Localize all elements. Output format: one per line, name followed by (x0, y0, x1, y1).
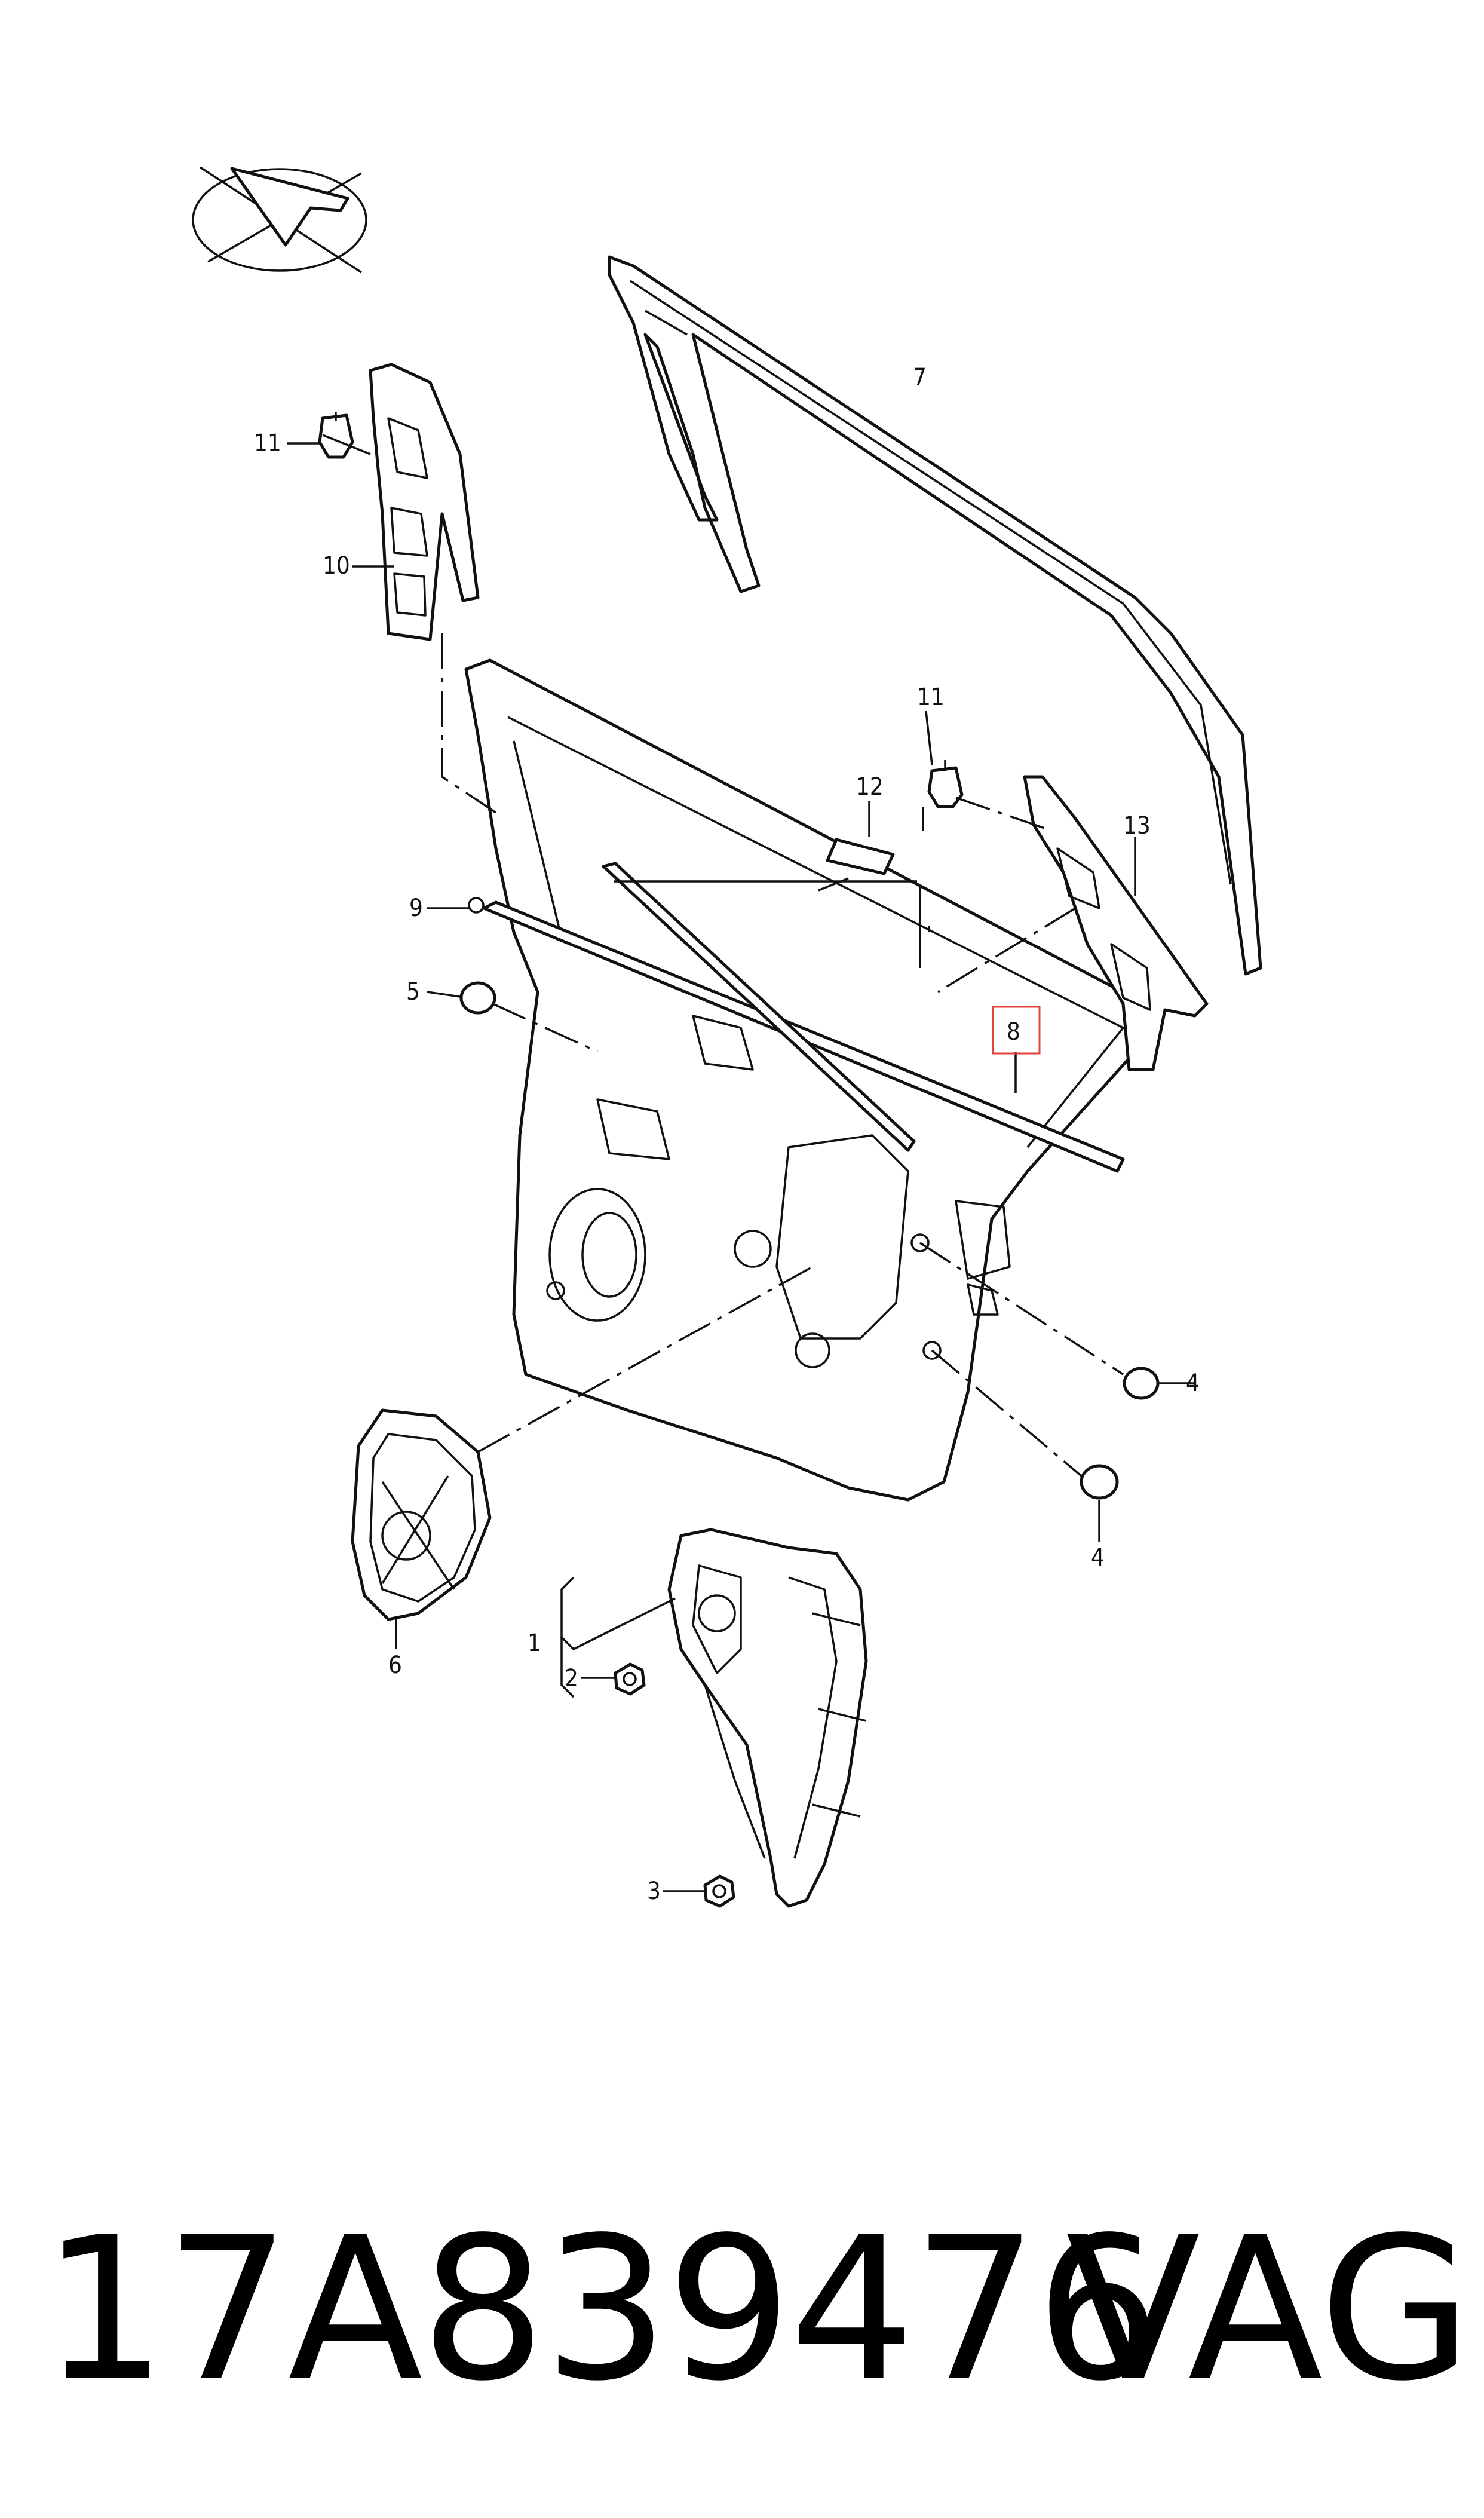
callout-1: 1 (528, 1629, 541, 1657)
callout-11-left: 11 (254, 430, 281, 457)
callout-4-lower: 4 (1091, 1544, 1105, 1572)
callout-9: 9 (409, 895, 423, 922)
part-10-guide-rail (369, 363, 480, 641)
callout-4-upper: 4 (1186, 1370, 1200, 1397)
part-11-clip-right (927, 760, 964, 808)
part-5-grommet (459, 981, 496, 1015)
part-7-window-frame (608, 255, 1262, 976)
callout-5: 5 (406, 978, 420, 1006)
part-3-nut (703, 1874, 735, 1908)
part-6-speaker-housing (351, 1408, 492, 1621)
callout-7: 7 (913, 364, 927, 391)
part-number: 17A839476 (42, 2195, 1161, 2424)
callout-6: 6 (388, 1652, 402, 1679)
leader-lines (287, 434, 1195, 1892)
part-1-window-regulator (667, 1528, 868, 1908)
callout-10: 10 (323, 552, 350, 580)
door-inner-panel (464, 658, 1158, 1502)
callout-12: 12 (856, 773, 884, 801)
callout-3: 3 (647, 1877, 661, 1905)
part-4-grommet-lower (1080, 1464, 1119, 1500)
part-8-highlight-box (992, 1006, 1041, 1055)
view-orientation-icon (192, 166, 367, 274)
part-8-window-seal (482, 862, 1125, 1173)
part-2-nut (614, 1662, 646, 1696)
assembly-lines (441, 633, 1124, 1477)
callout-13: 13 (1123, 812, 1151, 840)
part-9-seal-end (468, 897, 485, 914)
part-13-guide-rail (1023, 775, 1209, 1071)
part-11-clip-left (318, 412, 354, 459)
callout-2: 2 (565, 1665, 578, 1692)
callout-8: 8 (1007, 1018, 1020, 1046)
part-4-grommet-upper (1123, 1367, 1160, 1400)
brand-label: VAG (1065, 2195, 1472, 2424)
callout-11-right: 11 (917, 684, 945, 711)
part-12-label (826, 838, 895, 875)
